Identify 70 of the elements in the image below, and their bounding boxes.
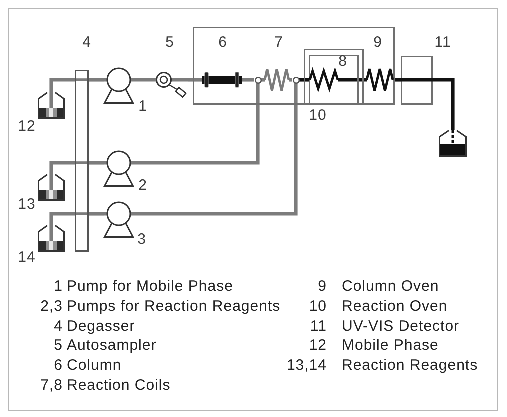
callout-number: 11 [434,36,452,50]
callout-number: 5 [166,36,174,50]
column-symbol [202,72,242,88]
key-number: 5 [54,339,63,354]
callout-number: 8 [338,55,348,69]
tube-line [433,78,455,130]
key-number: 12 [309,339,327,354]
callout-number: 13 [18,198,36,212]
tee-junction [292,76,300,84]
detector-box [401,56,433,105]
degasser-bar [75,70,89,252]
callout-number: 12 [18,120,36,134]
key-number: 4 [54,320,63,334]
callout-number: 6 [218,36,228,50]
tube-line [134,84,260,165]
tube-line [134,78,156,82]
tube-line [242,78,254,82]
pump-symbol [104,202,134,238]
pump-symbol [104,68,134,104]
reservoir-bottle [38,92,65,119]
reservoir-bottle [38,225,65,252]
key-description: Autosampler [67,339,157,354]
key-description: Pumps for Reaction Reagents [67,300,281,314]
key-number: 2,3 [40,300,63,314]
pump-symbol [104,151,134,187]
tube-line [134,84,298,216]
tube-line [89,212,104,216]
tube-line [89,161,104,165]
tee-junction [254,76,262,84]
key-number: 9 [318,280,327,294]
tube-line [393,78,401,82]
key-description: Pump for Mobile Phase [67,280,234,294]
key-number: 7,8 [40,378,63,393]
coil-symbol [310,70,338,90]
callout-number: 7 [274,36,284,50]
key-number: 13,14 [286,359,327,374]
tube-line [50,161,75,174]
callout-number: 10 [309,109,327,123]
callout-number: 2 [138,179,148,193]
coil-symbol [265,68,289,92]
key-number: 6 [54,359,63,374]
coil-symbol [367,68,393,92]
key-description: Column Oven [342,280,440,294]
key-description: UV-VIS Detector [342,320,460,334]
autosampler-symbol [156,72,188,99]
tube-line [89,78,104,82]
key-description: Reaction Reagents [342,359,478,374]
callout-number: 4 [82,36,92,50]
tube-line [338,78,367,82]
key-description: Mobile Phase [342,339,439,354]
waste-bottle [439,130,467,157]
key-description: Reaction Coils [67,378,171,393]
key-number: 10 [309,300,327,314]
callout-number: 1 [138,100,148,114]
key-number: 11 [310,320,327,334]
column-oven-box [193,27,395,105]
key-number: 1 [54,280,63,294]
reaction-oven-box [304,49,364,105]
callout-number: 3 [138,233,146,247]
callout-number: 14 [18,251,36,265]
key-description: Column [67,359,122,374]
tube-line [289,78,292,82]
tube-line [50,78,75,92]
reservoir-bottle [38,174,65,201]
key-description: Reaction Oven [342,300,448,314]
key-description: Degasser [67,320,136,334]
tube-line [188,78,202,82]
tube-line [300,78,310,82]
tube-line [50,212,75,225]
callout-number: 9 [374,36,382,50]
